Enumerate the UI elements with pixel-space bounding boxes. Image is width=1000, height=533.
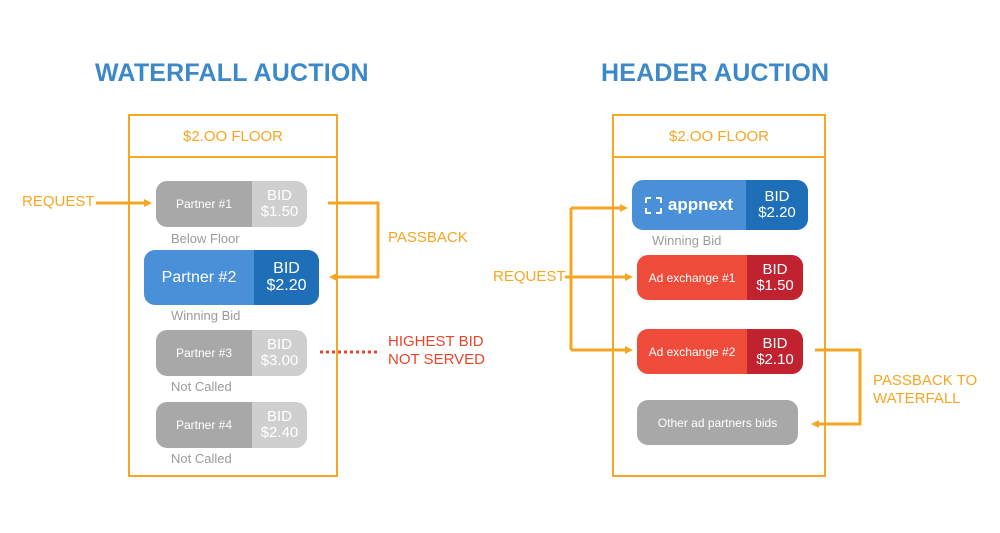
partner-4-bid-label: BID <box>266 408 292 426</box>
appnext-bid-value: $2.20 <box>758 204 796 221</box>
partner-4-name: Partner #4 <box>156 402 252 448</box>
partner-2-bid: BID $2.20 <box>254 250 319 305</box>
ad-exchange-2-bid-value: $2.10 <box>756 350 794 368</box>
highest-bid-label: HIGHEST BID NOT SERVED <box>388 333 485 369</box>
header-passback-line-2: WATERFALL <box>873 390 961 407</box>
highest-bid-line-2: NOT SERVED <box>388 351 485 368</box>
partner-2-bid-label: BID <box>273 259 300 277</box>
ad-exchange-1-name: Ad exchange #1 <box>637 255 747 300</box>
ad-exchange-2-name: Ad exchange #2 <box>637 329 747 374</box>
header-passback-bracket <box>811 348 862 428</box>
ad-exchange-1-bid-value: $1.50 <box>756 276 794 294</box>
partner-1-bid: BID $1.50 <box>252 181 307 227</box>
ad-exchange-1-bid: BID $1.50 <box>747 255 803 300</box>
appnext-name: appnext <box>667 195 734 214</box>
header-passback-label: PASSBACK TO WATERFALL <box>873 372 977 408</box>
other-partners-pill: Other ad partners bids <box>637 400 798 445</box>
waterfall-passback-label: PASSBACK <box>388 229 468 246</box>
partner-1-bid-label: BID <box>266 187 292 205</box>
appnext-name-cell: appnext <box>632 180 746 230</box>
highest-bid-line-1: HIGHEST BID <box>388 333 484 350</box>
appnext-logo-icon <box>644 196 662 214</box>
partner-3-bid-label: BID <box>266 336 292 354</box>
partner-2-bid-value: $2.20 <box>266 276 307 294</box>
waterfall-request-label: REQUEST <box>22 193 95 210</box>
header-panel: $2.OO FLOOR <box>612 114 826 477</box>
partner-3-bid: BID $3.00 <box>252 330 307 376</box>
ad-exchange-1-pill: Ad exchange #1 BID $1.50 <box>637 255 803 300</box>
partner-4-bid: BID $2.40 <box>252 402 307 448</box>
partner-4-bid-value: $2.40 <box>260 424 299 441</box>
partner-3-caption: Not Called <box>171 379 232 394</box>
appnext-bid: BID $2.20 <box>746 180 808 230</box>
partner-1-bid-value: $1.50 <box>260 203 299 220</box>
partner-1-caption: Below Floor <box>171 231 240 246</box>
ad-exchange-2-bid-label: BID <box>762 334 788 352</box>
partner-3-bid-value: $3.00 <box>260 352 299 369</box>
partner-2-pill: Partner #2 BID $2.20 <box>144 250 319 305</box>
partner-4-pill: Partner #4 BID $2.40 <box>156 402 307 448</box>
waterfall-floor: $2.OO FLOOR <box>130 116 336 158</box>
partner-3-name: Partner #3 <box>156 330 252 376</box>
header-passback-line-1: PASSBACK TO <box>873 372 978 389</box>
ad-exchange-1-bid-label: BID <box>762 260 788 278</box>
other-partners-name: Other ad partners bids <box>637 400 798 445</box>
partner-1-pill: Partner #1 BID $1.50 <box>156 181 307 227</box>
passback-bracket <box>328 201 380 281</box>
appnext-bid-label: BID <box>764 188 790 206</box>
partner-4-caption: Not Called <box>171 451 232 466</box>
partner-1-name: Partner #1 <box>156 181 252 227</box>
header-title: HEADER AUCTION <box>601 59 830 87</box>
waterfall-title: WATERFALL AUCTION <box>95 59 369 87</box>
ad-exchange-2-pill: Ad exchange #2 BID $2.10 <box>637 329 803 374</box>
header-request-label: REQUEST <box>493 268 566 285</box>
partner-3-pill: Partner #3 BID $3.00 <box>156 330 307 376</box>
waterfall-panel: $2.OO FLOOR <box>128 114 338 477</box>
appnext-caption: Winning Bid <box>652 233 722 248</box>
ad-exchange-2-bid: BID $2.10 <box>747 329 803 374</box>
partner-2-caption: Winning Bid <box>171 308 241 323</box>
partner-2-name: Partner #2 <box>144 250 254 305</box>
header-floor: $2.OO FLOOR <box>614 116 824 158</box>
appnext-pill: appnext BID $2.20 <box>632 180 808 230</box>
